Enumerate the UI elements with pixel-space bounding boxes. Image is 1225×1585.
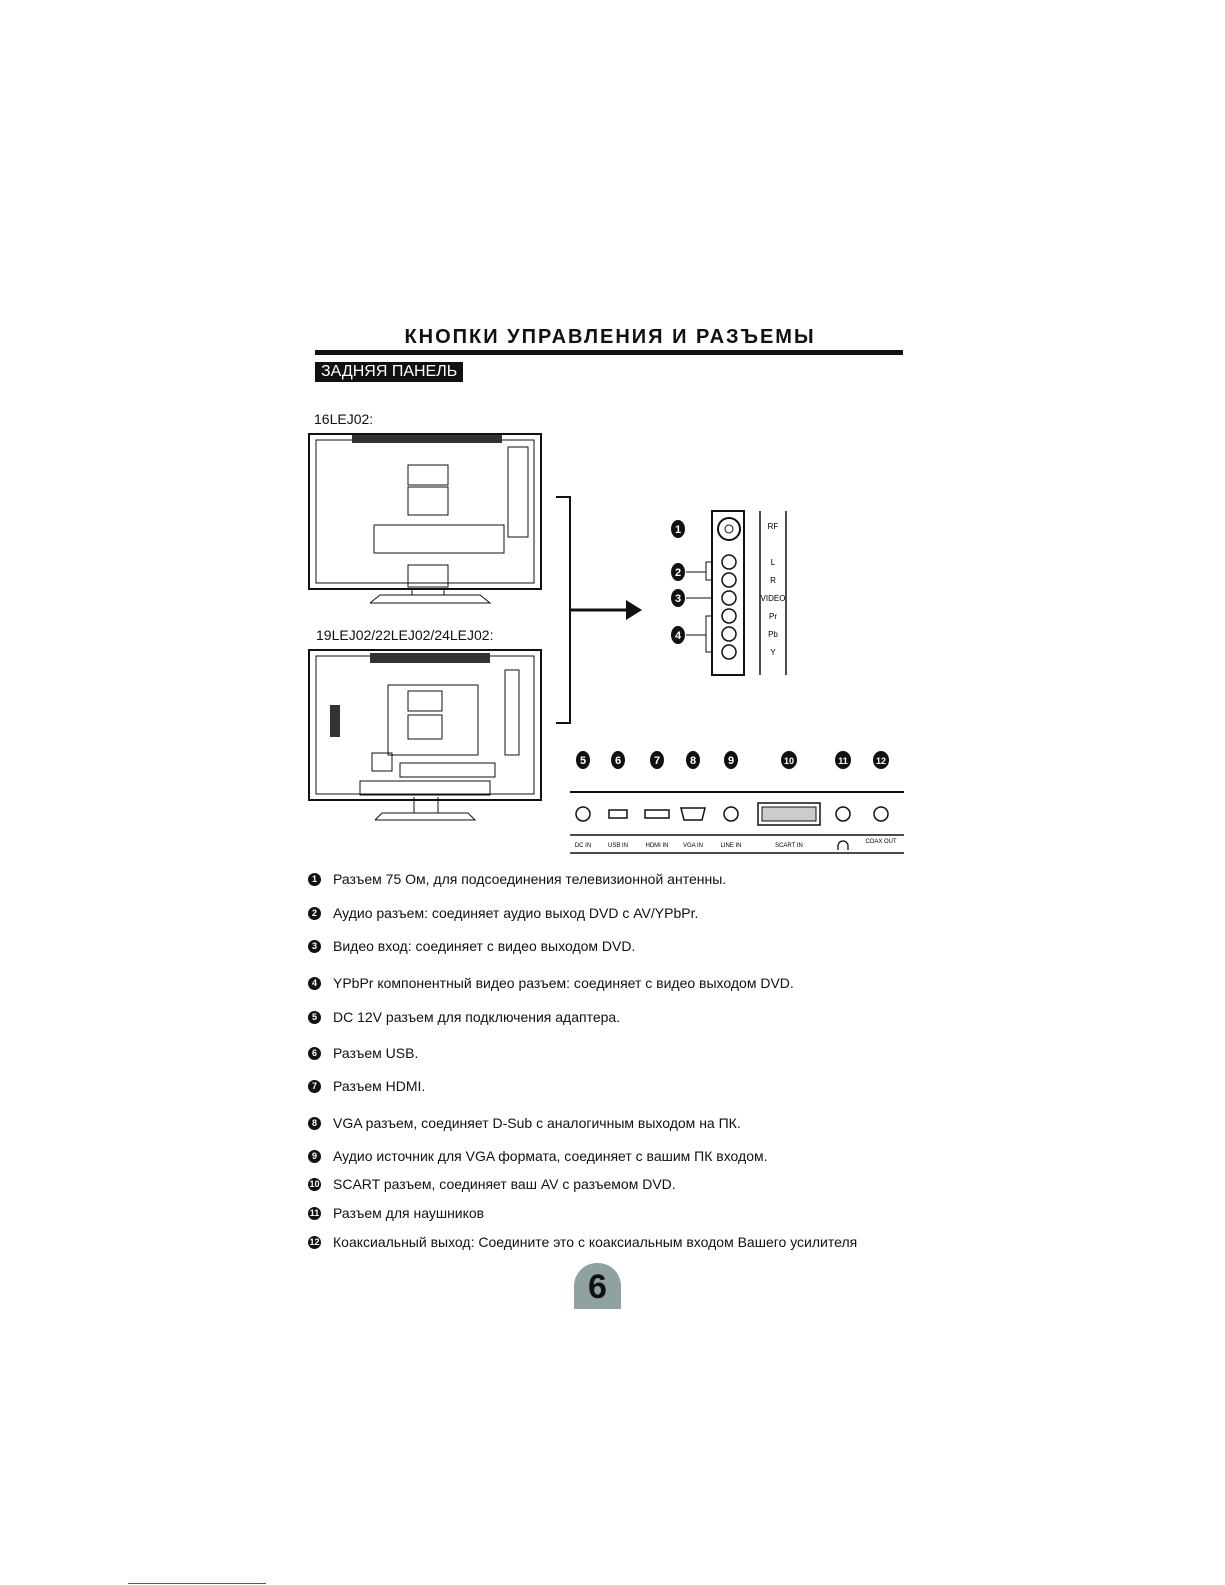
bottom-label: USB IN bbox=[608, 843, 628, 849]
hdmi-port bbox=[644, 809, 670, 819]
number-marker: 7 bbox=[654, 755, 660, 767]
legend-item: 3 Видео вход: соединяет с видео выходом … bbox=[308, 938, 635, 954]
number-marker: 3 bbox=[675, 593, 681, 605]
number-marker: 2 bbox=[675, 567, 681, 579]
legend-text: Видео вход: соединяет с видео выходом DV… bbox=[333, 938, 636, 954]
video-jack bbox=[721, 590, 737, 606]
page-title: КНОПКИ УПРАВЛЕНИЯ И РАЗЪЕМЫ bbox=[404, 326, 816, 348]
pr-jack bbox=[721, 608, 737, 624]
legend-text: Коаксиальный выход: Соедините это с коак… bbox=[333, 1234, 858, 1250]
legend-item: 2 Аудио разъем: соединяет аудио выход DV… bbox=[308, 905, 698, 921]
arrow-head-icon bbox=[626, 600, 642, 620]
legend-number: 8 bbox=[308, 1116, 321, 1130]
legend-number: 1 bbox=[308, 872, 321, 886]
dc-in-jack bbox=[575, 806, 591, 822]
number-marker: 4 bbox=[675, 630, 682, 642]
line-in-jack bbox=[723, 806, 739, 822]
legend-text: Разъем 75 Ом, для подсоединения телевизи… bbox=[333, 871, 727, 887]
legend-item: 6 Разъем USB. bbox=[308, 1045, 418, 1061]
side-label: L bbox=[771, 558, 776, 567]
legend-number: 12 bbox=[308, 1235, 321, 1249]
legend-text: Разъем USB. bbox=[333, 1045, 419, 1061]
side-number-markers: 1 2 3 4 bbox=[671, 520, 685, 644]
legend-number: 9 bbox=[308, 1149, 321, 1163]
side-connector-panel: RF L R VIDEO Pr Pb Y bbox=[686, 510, 787, 676]
audio-l-jack bbox=[721, 554, 737, 570]
legend-item: 10 SCART разъем, соединяет ваш AV с разъ… bbox=[308, 1176, 676, 1192]
rf-jack bbox=[717, 517, 741, 541]
bottom-connector-panel: DC IN USB IN HDMI IN VGA IN LINE IN SCAR… bbox=[570, 791, 904, 854]
bottom-number-markers: 5 6 7 8 9 10 11 12 bbox=[576, 751, 889, 769]
legend-text: YPbPr компонентный видео разъем: соединя… bbox=[333, 975, 794, 991]
side-label: R bbox=[770, 576, 776, 585]
model-label-16: 16LEJ02: bbox=[314, 411, 374, 427]
legend-number: 2 bbox=[308, 906, 321, 920]
legend-number: 11 bbox=[308, 1206, 321, 1220]
legend-text: VGA разъем, соединяет D-Sub с аналогичны… bbox=[333, 1115, 741, 1131]
vga-port bbox=[680, 807, 706, 821]
number-marker: 1 bbox=[675, 524, 681, 536]
scart-port bbox=[757, 802, 821, 826]
number-marker: 11 bbox=[838, 756, 848, 766]
side-label: Pb bbox=[768, 630, 778, 639]
legend-item: 11 Разъем для наушников bbox=[308, 1205, 484, 1221]
bottom-label: LINE IN bbox=[720, 843, 741, 849]
pb-jack bbox=[721, 626, 737, 642]
legend-item: 1 Разъем 75 Ом, для подсоединения телеви… bbox=[308, 871, 726, 887]
page-number: 6 bbox=[574, 1263, 621, 1309]
legend-text: Аудио разъем: соединяет аудио выход DVD … bbox=[333, 905, 699, 921]
number-marker: 10 bbox=[784, 756, 794, 766]
legend-number: 6 bbox=[308, 1046, 321, 1060]
bottom-label: SCART IN bbox=[775, 843, 803, 849]
legend-text: SCART разъем, соединяет ваш AV с разъемо… bbox=[333, 1176, 676, 1192]
bracket-line bbox=[556, 496, 571, 724]
bottom-label: HDMI IN bbox=[646, 843, 669, 849]
legend-item: 4 YPbPr компонентный видео разъем: соеди… bbox=[308, 975, 794, 991]
legend-item: 7 Разъем HDMI. bbox=[308, 1078, 425, 1094]
legend-number: 7 bbox=[308, 1079, 321, 1093]
coax-out-jack bbox=[873, 806, 889, 822]
footer-underline bbox=[128, 1583, 266, 1584]
legend-text: Аудио источник для VGA формата, соединяе… bbox=[333, 1148, 768, 1164]
legend-text: DC 12V разъем для подключения адаптера. bbox=[333, 1009, 621, 1025]
title-divider bbox=[315, 350, 903, 355]
bottom-label: VGA IN bbox=[683, 843, 703, 849]
y-jack bbox=[721, 644, 737, 660]
legend-item: 12 Коаксиальный выход: Соедините это с к… bbox=[308, 1234, 857, 1250]
number-marker: 9 bbox=[728, 755, 734, 767]
bottom-label: COAX OUT bbox=[865, 839, 897, 845]
tv-back-16-illustration bbox=[308, 433, 542, 604]
legend-text: Разъем для наушников bbox=[333, 1205, 485, 1221]
legend-item: 8 VGA разъем, соединяет D-Sub с аналогич… bbox=[308, 1115, 741, 1131]
legend-number: 10 bbox=[308, 1177, 321, 1191]
number-marker: 6 bbox=[615, 755, 621, 767]
tv-back-19-illustration bbox=[308, 649, 542, 821]
legend-item: 9 Аудио источник для VGA формата, соедин… bbox=[308, 1148, 768, 1164]
usb-port bbox=[608, 809, 628, 819]
legend-number: 5 bbox=[308, 1010, 321, 1024]
bottom-label: DC IN bbox=[575, 843, 591, 849]
headphone-icon bbox=[837, 840, 849, 850]
side-label: VIDEO bbox=[761, 594, 786, 603]
number-marker: 5 bbox=[580, 755, 586, 767]
legend-number: 4 bbox=[308, 976, 321, 990]
side-label: Y bbox=[770, 648, 776, 657]
model-label-19-22-24: 19LEJ02/22LEJ02/24LEJ02: bbox=[316, 627, 494, 643]
audio-r-jack bbox=[721, 572, 737, 588]
side-label: Pr bbox=[769, 612, 777, 621]
rear-panel-diagram: RF L R VIDEO Pr Pb Y 1 2 3 4 DC IN USB I… bbox=[308, 433, 904, 854]
side-label: RF bbox=[768, 522, 779, 531]
legend-text: Разъем HDMI. bbox=[333, 1078, 426, 1094]
section-heading: ЗАДНЯЯ ПАНЕЛЬ bbox=[315, 362, 464, 382]
number-marker: 8 bbox=[690, 755, 696, 767]
number-marker: 12 bbox=[876, 756, 886, 766]
legend-number: 3 bbox=[308, 939, 321, 953]
legend-item: 5 DC 12V разъем для подключения адаптера… bbox=[308, 1009, 620, 1025]
headphone-jack bbox=[835, 806, 851, 822]
